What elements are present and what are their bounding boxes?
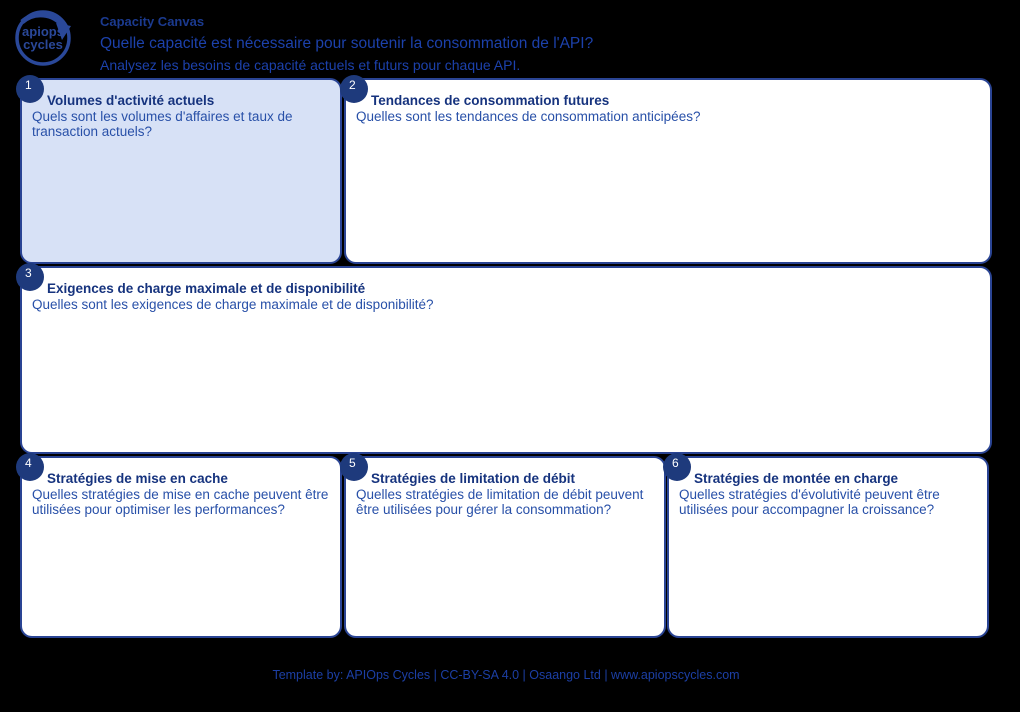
header: Capacity Canvas Quelle capacité est néce… — [100, 15, 593, 73]
section-strategies-mise-en-cache[interactable]: Stratégies de mise en cache Quelles stra… — [20, 456, 342, 638]
section-question: Quelles stratégies de limitation de débi… — [356, 487, 644, 517]
section-title: Stratégies de limitation de débit — [371, 471, 576, 486]
section-question: Quelles stratégies d'évolutivité peuvent… — [679, 487, 940, 517]
section-exigences-charge-maximale[interactable]: Exigences de charge maximale et de dispo… — [20, 266, 992, 454]
section-volumes-activite-actuels[interactable]: Volumes d'activité actuels Quels sont le… — [20, 78, 342, 264]
canvas-subtitle: Quelle capacité est nécessaire pour sout… — [100, 35, 594, 52]
attribution-footer: Template by: APIOps Cycles | CC-BY-SA 4.… — [272, 668, 740, 682]
section-title: Exigences de charge maximale et de dispo… — [47, 281, 366, 296]
section-question: Quelles sont les exigences de charge max… — [32, 297, 434, 312]
section-tendances-consommation-futures[interactable]: Tendances de consommation futures Quelle… — [344, 78, 992, 264]
section-number-badge: 1 — [16, 75, 44, 103]
section-title: Stratégies de mise en cache — [47, 471, 228, 486]
canvas-title: Capacity Canvas — [100, 14, 205, 29]
section-question: Quels sont les volumes d'affaires et tau… — [32, 109, 293, 139]
section-title: Volumes d'activité actuels — [47, 93, 215, 108]
section-strategies-montee-en-charge[interactable]: Stratégies de montée en charge Quelles s… — [667, 456, 989, 638]
section-number-badge: 6 — [663, 453, 691, 481]
apiops-cycles-logo-icon: apiops cycles — [15, 10, 71, 66]
canvas-description: Analysez les besoins de capacité actuels… — [100, 57, 521, 73]
section-number-badge: 2 — [340, 75, 368, 103]
section-question: Quelles sont les tendances de consommati… — [356, 109, 701, 124]
logo-text-line1: apiops — [22, 24, 64, 39]
logo-text-line2: cycles — [23, 37, 63, 52]
section-strategies-limitation-debit[interactable]: Stratégies de limitation de débit Quelle… — [344, 456, 666, 638]
section-number-badge: 3 — [16, 263, 44, 291]
section-title: Tendances de consommation futures — [371, 93, 610, 108]
section-number-badge: 5 — [340, 453, 368, 481]
section-number-badge: 4 — [16, 453, 44, 481]
section-title: Stratégies de montée en charge — [694, 471, 899, 486]
section-question: Quelles stratégies de mise en cache peuv… — [32, 487, 329, 517]
